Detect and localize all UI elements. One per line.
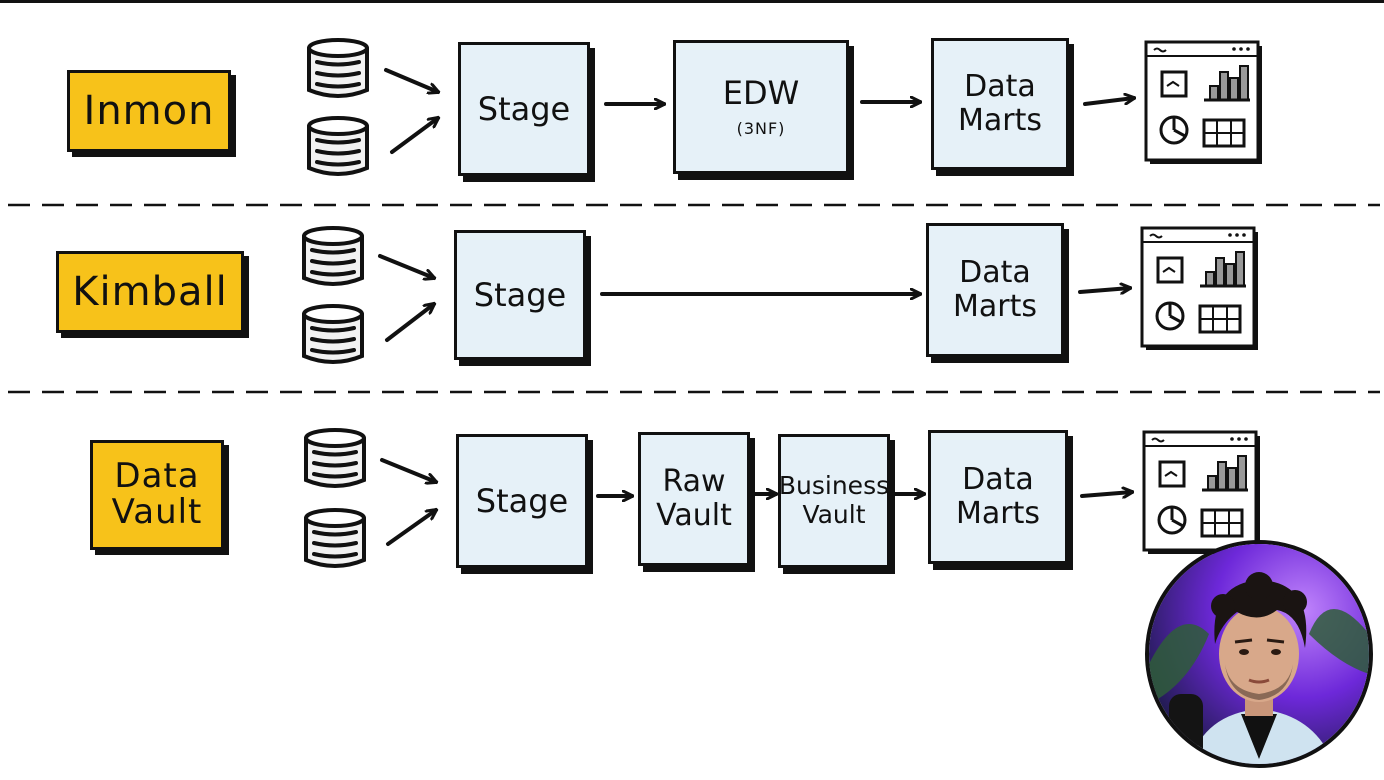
raw-vault-node: Raw Vault xyxy=(638,432,750,566)
row-label-data-vault: Data Vault xyxy=(90,440,224,550)
dashboard-icon xyxy=(1140,226,1258,350)
database-icon xyxy=(302,226,364,286)
flow-arrow xyxy=(1078,288,1130,292)
edw-node-title: EDW xyxy=(722,74,800,113)
row-label-kimball: Kimball xyxy=(56,251,244,333)
flow-arrow xyxy=(1083,98,1134,106)
data-marts-node-label: Data Marts xyxy=(953,254,1037,324)
stage-node-label: Stage xyxy=(475,481,569,520)
source-arrow xyxy=(390,118,438,154)
database-icon xyxy=(307,38,369,98)
data-marts-node-data-vault: Data Marts xyxy=(928,430,1068,564)
stage-node-label: Stage xyxy=(473,275,567,314)
dashboard-icon xyxy=(1142,430,1260,554)
database-icon xyxy=(302,304,364,364)
stage-node-label: Stage xyxy=(477,89,571,128)
business-vault-node: Business Vault xyxy=(778,434,890,568)
stage-node-kimball: Stage xyxy=(454,230,586,360)
data-marts-node-label: Data Marts xyxy=(958,68,1042,138)
data-marts-node-kimball: Data Marts xyxy=(926,223,1064,357)
top-border xyxy=(0,0,1384,3)
database-icon xyxy=(304,428,366,488)
source-arrow xyxy=(378,254,434,278)
source-arrow xyxy=(385,304,434,342)
data-marts-node-inmon: Data Marts xyxy=(931,38,1069,170)
raw-vault-node-label: Raw Vault xyxy=(656,463,732,533)
presenter-avatar xyxy=(1149,544,1369,764)
flow-arrow xyxy=(1080,492,1132,496)
edw-node: EDW (3NF) xyxy=(673,40,849,174)
edw-node-subtitle: (3NF) xyxy=(736,119,786,139)
presenter-webcam xyxy=(1145,540,1373,768)
source-arrow xyxy=(384,68,438,92)
data-marts-node-label: Data Marts xyxy=(956,461,1040,531)
database-icon xyxy=(304,508,366,568)
dashboard-icon xyxy=(1144,40,1262,164)
business-vault-node-label: Business Vault xyxy=(778,471,890,529)
stage-node-inmon: Stage xyxy=(458,42,590,176)
row-label-inmon: Inmon xyxy=(67,70,231,152)
source-arrow xyxy=(386,510,436,546)
database-icon xyxy=(307,116,369,176)
stage-node-data-vault: Stage xyxy=(456,434,588,568)
source-arrow xyxy=(380,458,436,482)
